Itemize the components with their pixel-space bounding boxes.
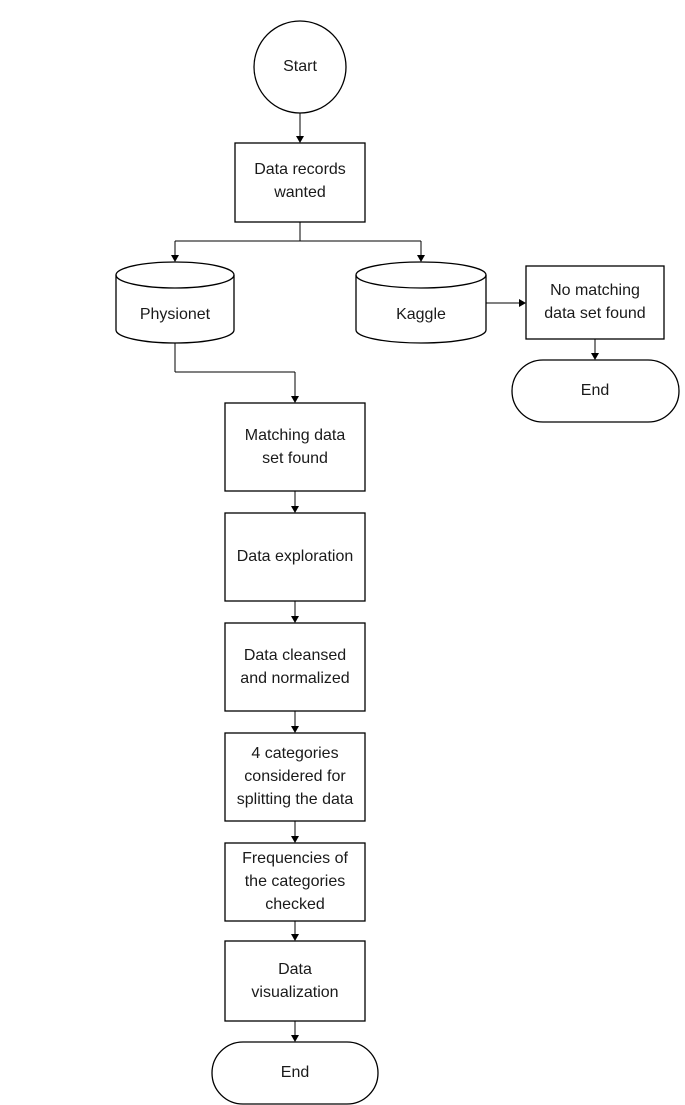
data-records-wanted-label-line2: wanted [273,184,326,201]
connector-frequencies-to-visualization [291,921,299,941]
data-visualization-label-line1: Data [278,961,312,978]
frequencies-label-line2: the categories [245,873,346,890]
connector-categories-to-frequencies [291,821,299,843]
no-matching-label-line1: No matching [550,282,640,299]
data-cleansed-label-line1: Data cleansed [244,647,346,664]
connector-records-to-databases [171,222,425,262]
data-visualization-label-line2: visualization [251,984,338,1001]
connector-physionet-to-matching [174,343,299,403]
end-bottom-node[interactable]: End [211,1041,379,1105]
start-node[interactable]: Start [253,20,347,114]
no-matching-label-line2: data set found [544,305,645,322]
kaggle-database-node[interactable]: Kaggle [355,261,487,344]
matching-data-set-found-node[interactable]: Matching data set found [224,402,366,492]
connector-visualization-to-end [291,1021,299,1042]
physionet-database-node[interactable]: Physionet [115,261,235,344]
data-exploration-label: Data exploration [237,548,354,565]
matching-found-label-line1: Matching data [245,427,346,444]
frequencies-label-line3: checked [265,896,325,913]
matching-found-label-line2: set found [262,450,328,467]
data-visualization-node[interactable]: Data visualization [224,940,366,1022]
connector-start-to-records [296,113,304,143]
kaggle-label: Kaggle [396,306,446,323]
connector-exploration-to-cleansed [291,601,299,623]
frequencies-checked-node[interactable]: Frequencies of the categories checked [224,842,366,922]
end-right-label: End [581,382,609,399]
end-right-node[interactable]: End [511,359,680,423]
physionet-label: Physionet [140,306,211,323]
data-exploration-node[interactable]: Data exploration [224,512,366,602]
categories-label-line1: 4 categories [251,745,338,762]
data-records-wanted-label-line1: Data records [254,161,346,178]
end-bottom-label: End [281,1064,309,1081]
frequencies-label-line1: Frequencies of [242,850,348,867]
no-matching-node[interactable]: No matching data set found [525,265,665,340]
categories-label-line2: considered for [244,768,346,785]
connector-no-matching-to-end [591,339,599,360]
categories-label-line3: splitting the data [237,791,354,808]
data-records-wanted-node[interactable]: Data records wanted [234,142,366,223]
data-cleansed-node[interactable]: Data cleansed and normalized [224,622,366,712]
start-label: Start [283,58,317,75]
data-cleansed-label-line2: and normalized [240,670,349,687]
connector-kaggle-to-no-matching [486,299,526,307]
connector-cleansed-to-categories [291,711,299,733]
connector-matching-to-exploration [291,491,299,513]
categories-considered-node[interactable]: 4 categories considered for splitting th… [224,732,366,822]
